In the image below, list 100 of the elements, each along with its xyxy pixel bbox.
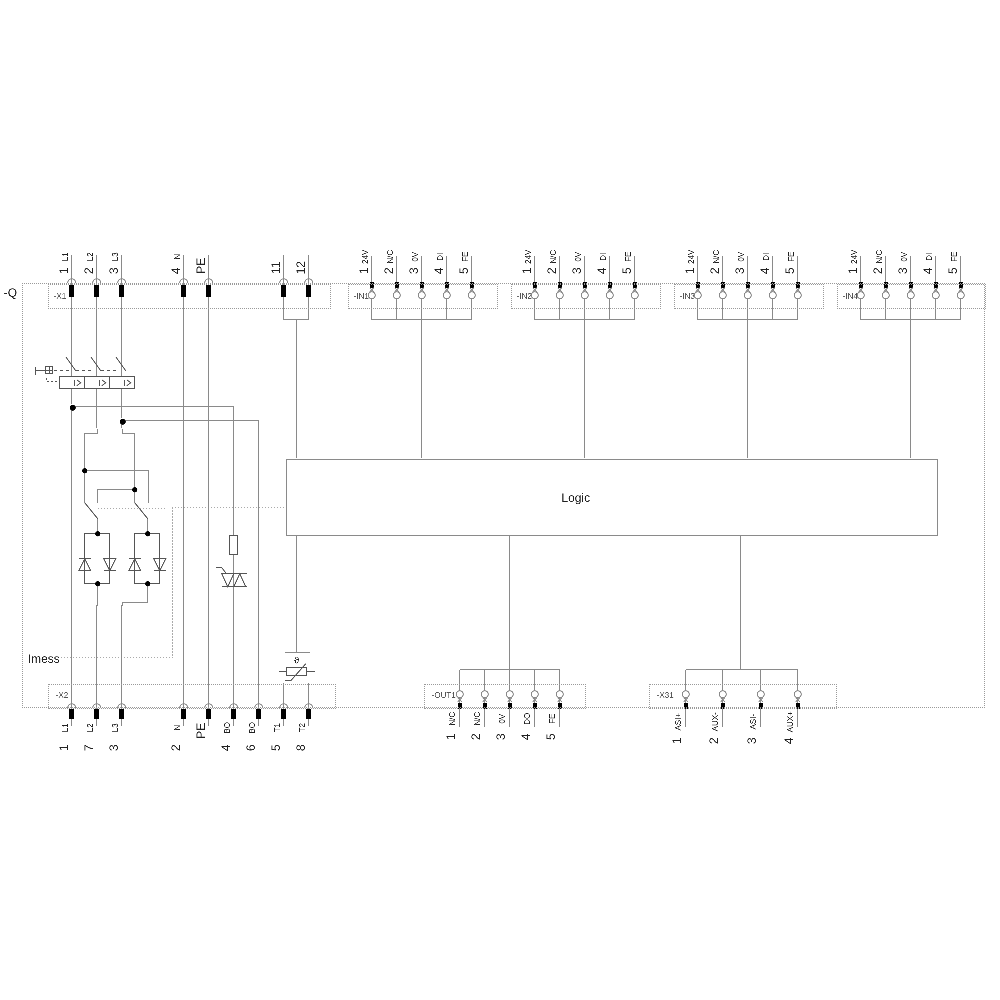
junction-dot (120, 419, 126, 425)
terminal-number: 11 (270, 262, 282, 274)
terminal-label: DI (763, 253, 771, 261)
terminal-label: PE (195, 723, 207, 739)
terminal-label: BO (224, 722, 232, 734)
terminal-number: 1 (58, 268, 70, 274)
terminal-label: N/C (449, 712, 457, 726)
terminal-label: N/C (387, 250, 395, 264)
terminal-number: 5 (621, 268, 633, 274)
temperature-symbol-label: ϑ (294, 656, 300, 666)
terminal-number: 1 (445, 734, 457, 740)
terminal-number: 5 (784, 268, 796, 274)
terminal-number: 2 (709, 268, 721, 274)
terminal-label: FE (462, 252, 470, 262)
rectifier-circuit-drawing (79, 429, 167, 606)
terminal-label: BO (249, 722, 257, 734)
logic-label: Logic (562, 492, 590, 504)
terminal-label: AUX+ (787, 711, 795, 733)
terminal-number: 1 (671, 738, 683, 744)
terminal-label: 24V (688, 250, 696, 264)
terminal-strip-label: -IN2 (517, 293, 532, 301)
terminal-label: L2 (87, 252, 95, 262)
terminal-number: 4 (520, 734, 532, 740)
terminal-number: 2 (708, 738, 720, 744)
terminal-label: N/C (550, 250, 558, 264)
terminal-label: 0V (412, 252, 420, 262)
terminal-strip-label: -IN1 (354, 293, 370, 301)
terminal-number: 5 (270, 744, 282, 752)
wire (96, 604, 98, 684)
junction-dot (70, 405, 76, 411)
terminal-label: L2 (87, 724, 95, 732)
terminal-number: 2 (170, 744, 182, 752)
terminal-strip-label: -X2 (56, 692, 68, 700)
terminal-number: 3 (571, 268, 583, 274)
terminal-label: L1 (62, 724, 70, 732)
terminal-number: 3 (408, 268, 420, 274)
terminal-label: DI (926, 253, 934, 261)
terminal-strip-box (837, 284, 986, 309)
terminal-label: FE (625, 252, 633, 262)
signal-line (60, 508, 286, 658)
terminal-label: 0V (901, 252, 909, 262)
terminal-label: T2 (299, 723, 307, 733)
terminal-number: 1 (358, 268, 370, 274)
terminal-label: N (174, 725, 182, 731)
terminal-number: 1 (521, 268, 533, 274)
terminal-strip-box (649, 684, 837, 709)
wire (96, 308, 98, 428)
wire (74, 406, 234, 684)
terminal-strip-box (511, 284, 661, 309)
terminal-number: 3 (734, 268, 746, 274)
terminal-label: AUX- (712, 712, 720, 732)
terminal-label: N/C (713, 250, 721, 264)
terminal-label: ASI+ (675, 713, 683, 731)
terminal-label: L1 (62, 252, 70, 262)
terminal-label: DI (600, 253, 608, 261)
terminal-number: 2 (546, 268, 558, 274)
terminal-label: 24V (851, 250, 859, 264)
terminal-strip-box (48, 684, 336, 709)
terminal-number: 4 (170, 268, 182, 274)
terminal-label: ASI- (750, 714, 758, 730)
terminal-label: 0V (499, 714, 507, 724)
terminal-label: 24V (525, 250, 533, 264)
terminal-label: 0V (575, 252, 583, 262)
terminal-label: DI (437, 253, 445, 261)
terminal-number: 3 (897, 268, 909, 274)
terminal-number: 5 (458, 268, 470, 274)
terminal-label: FE (951, 252, 959, 262)
terminal-number: 4 (220, 744, 232, 752)
terminal-number: 3 (108, 268, 120, 274)
terminal-label: DO (524, 713, 532, 725)
terminal-label: FE (788, 252, 796, 262)
terminal-number: 2 (383, 268, 395, 274)
terminal-number: 3 (495, 734, 507, 740)
logic-block (286, 459, 938, 536)
terminal-number: 2 (872, 268, 884, 274)
terminal-label: N/C (474, 712, 482, 726)
terminal-number: 1 (847, 268, 859, 274)
signal-label: Imess (28, 651, 62, 667)
terminal-strip-label: -OUT1 (432, 692, 456, 700)
terminal-number: 4 (759, 268, 771, 274)
terminal-number: 2 (83, 268, 95, 274)
terminal-number: 12 (295, 261, 307, 275)
terminal-number: 3 (108, 744, 120, 752)
device-designation: -Q (4, 287, 18, 299)
terminal-number: 7 (83, 744, 95, 752)
terminal-number: 4 (922, 268, 934, 274)
terminal-label: L3 (112, 252, 120, 262)
terminal-label: 0V (738, 252, 746, 262)
terminal-number: 6 (245, 744, 257, 752)
terminal-label: 24V (362, 250, 370, 264)
terminal-strip-label: -IN4 (843, 293, 858, 301)
wire (284, 308, 298, 458)
terminal-strip-box (348, 284, 498, 309)
wire (124, 420, 260, 684)
terminal-strip-box (424, 684, 586, 709)
terminal-number: 4 (596, 268, 608, 274)
wire (208, 308, 210, 684)
terminal-strip-box (48, 284, 331, 309)
terminal-number: 4 (433, 268, 445, 274)
terminal-number: 5 (947, 268, 959, 274)
